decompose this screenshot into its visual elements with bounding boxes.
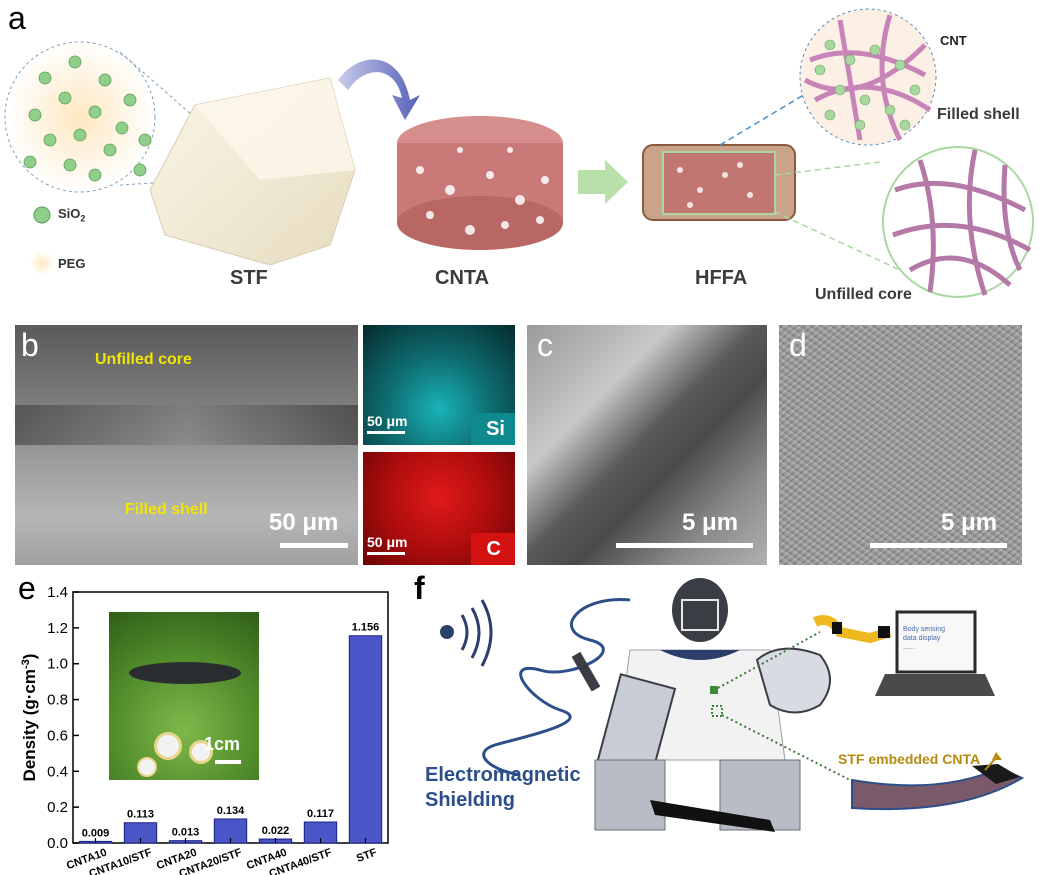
scale-label-c: 50 μm bbox=[367, 534, 408, 550]
scale-bar-b bbox=[280, 543, 348, 548]
screen-line-1: Body sensing bbox=[903, 626, 946, 633]
sem-image-c: c 5 μm bbox=[527, 325, 767, 565]
flower-2 bbox=[189, 740, 213, 764]
scale-label-si: 50 μm bbox=[367, 413, 408, 429]
scale-bar-c bbox=[367, 552, 405, 555]
panel-f-illustration bbox=[440, 578, 1025, 832]
c-map: 50 μm C bbox=[363, 452, 515, 565]
y-tick-label: 0.8 bbox=[47, 692, 68, 709]
stf-cnta-label: STF embedded CNTA bbox=[838, 751, 981, 767]
panel-a-illustration bbox=[4, 8, 1034, 298]
sem-image-b: b Unfilled core Filled shell 50 μm bbox=[15, 325, 358, 565]
bar-value-label: 0.117 bbox=[307, 808, 334, 820]
hffa-label: HFFA bbox=[695, 267, 748, 289]
bar-value-label: 0.113 bbox=[127, 809, 154, 821]
shielding-label: Electromagnetic Shielding bbox=[425, 763, 581, 813]
filled-shell-label: Filled shell bbox=[937, 106, 1020, 123]
stf-cnta-strip bbox=[851, 766, 1025, 811]
sensor-node-2 bbox=[711, 705, 723, 717]
unfilled-core-circle bbox=[882, 146, 1034, 298]
c-label: C bbox=[486, 538, 501, 560]
unfilled-core-label: Unfilled core bbox=[815, 286, 912, 303]
filled-shell-circle bbox=[799, 8, 937, 146]
panel-letter-c: c bbox=[537, 327, 553, 363]
y-tick-label: 1.0 bbox=[47, 656, 68, 673]
em-wave bbox=[482, 598, 631, 777]
laptop-keyboard bbox=[875, 674, 995, 696]
screen-line-2: data display bbox=[903, 635, 941, 643]
cnta-body bbox=[397, 196, 563, 250]
silica-particles bbox=[23, 55, 152, 182]
si-label: Si bbox=[486, 418, 505, 440]
y-tick-label: 1.2 bbox=[47, 620, 68, 637]
cnta-label: CNTA bbox=[435, 267, 490, 289]
bar-value-label: 1.156 bbox=[352, 622, 380, 634]
si-label-box bbox=[471, 413, 515, 445]
green-arrow bbox=[578, 160, 628, 204]
panel-letter-e: e bbox=[18, 570, 36, 606]
panel-letter-b: b bbox=[21, 327, 39, 363]
sio2-legend-icon bbox=[33, 206, 51, 224]
unfilled-core-annotation: Unfilled core bbox=[95, 351, 192, 368]
y-axis-label: Density (g·cm-3) bbox=[20, 654, 39, 782]
peg-legend-label: PEG bbox=[58, 256, 86, 271]
inset-scale-label: 1cm bbox=[204, 734, 241, 754]
shielding-line-1: Electromagnetic bbox=[425, 764, 581, 786]
bar-value-label: 0.009 bbox=[82, 827, 110, 839]
bar-value-label: 0.013 bbox=[172, 827, 200, 839]
inset-photo: 1cm bbox=[109, 612, 259, 780]
sem-texture-band bbox=[15, 405, 358, 445]
y-tick-label: 0.0 bbox=[47, 835, 68, 852]
aerogel-disk bbox=[129, 662, 241, 684]
y-tick-label: 1.4 bbox=[47, 584, 68, 601]
sensor-node-1 bbox=[710, 686, 718, 694]
panel-letter-f: f bbox=[414, 570, 425, 606]
peg-legend-icon bbox=[30, 251, 54, 275]
scale-bar-c-sem bbox=[616, 543, 753, 548]
c-label-box bbox=[471, 533, 515, 565]
panel-letter-d: d bbox=[789, 327, 807, 363]
y-tick-label: 0.2 bbox=[47, 799, 68, 816]
x-tick-label: STF bbox=[355, 846, 379, 864]
bar-stf bbox=[348, 635, 383, 844]
cnt-label: CNT bbox=[940, 33, 967, 48]
scale-bar-si bbox=[367, 431, 405, 434]
screen-line-3: ...... bbox=[903, 644, 915, 652]
y-tick-label: 0.4 bbox=[47, 763, 68, 780]
process-arrow bbox=[338, 59, 420, 120]
laptop-screen bbox=[895, 610, 977, 674]
screen-text: Body sensing data display ...... bbox=[903, 625, 945, 652]
filled-shell-annotation: Filled shell bbox=[125, 501, 208, 518]
stf-label: STF bbox=[230, 267, 268, 289]
y-tick-label: 0.6 bbox=[47, 727, 68, 744]
signal-source-icon bbox=[440, 625, 454, 639]
fiber-overlay bbox=[779, 325, 1022, 565]
flower-3 bbox=[137, 757, 157, 777]
flower-1 bbox=[154, 732, 182, 760]
glove bbox=[755, 647, 831, 714]
panel-letter-a: a bbox=[8, 0, 26, 36]
scale-bar-d bbox=[870, 543, 1007, 548]
bar-value-label: 0.022 bbox=[262, 825, 290, 837]
helmet bbox=[672, 578, 728, 642]
shielding-line-2: Shielding bbox=[425, 789, 515, 811]
scale-label-c-sem: 5 μm bbox=[682, 509, 739, 536]
bar-value-label: 0.134 bbox=[217, 805, 245, 817]
left-pad bbox=[594, 759, 666, 831]
scale-label-b: 50 μm bbox=[269, 509, 339, 536]
hffa-core-box bbox=[662, 151, 776, 215]
sem-image-d: d 5 μm bbox=[779, 325, 1022, 565]
stick bbox=[650, 800, 775, 832]
si-map: 50 μm Si bbox=[363, 325, 515, 445]
inset-scale-bar bbox=[215, 760, 241, 764]
sio2-legend-label: SiO2 bbox=[58, 206, 86, 224]
scale-label-d: 5 μm bbox=[941, 509, 998, 536]
